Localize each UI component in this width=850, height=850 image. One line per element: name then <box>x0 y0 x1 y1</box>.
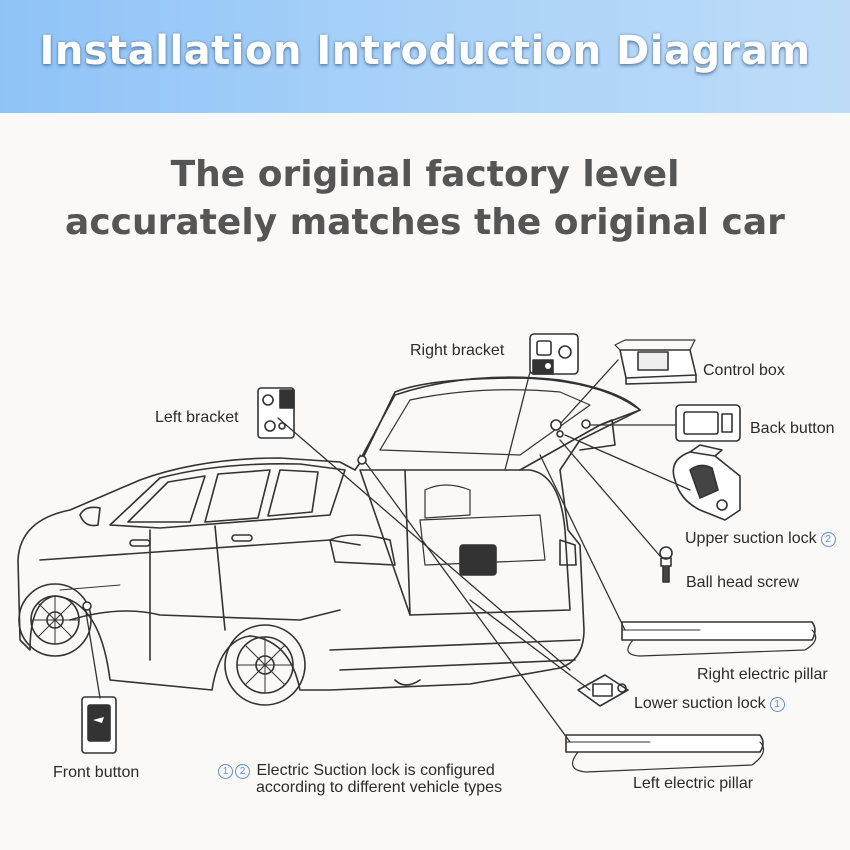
label-right-electric-pillar: Right electric pillar <box>697 666 828 683</box>
label-right-bracket: Right bracket <box>410 342 505 359</box>
label-back-button: Back button <box>750 420 835 437</box>
marker-1-icon: 1 <box>769 697 785 712</box>
note-line-1: Electric Suction lock is configured <box>256 762 495 779</box>
title-banner: Installation Introduction Diagram <box>0 0 850 113</box>
left-bracket-part <box>257 387 295 439</box>
label-front-button: Front button <box>53 764 140 781</box>
headline-line-2: accurately matches the original car <box>65 202 785 243</box>
upper-suction-lock-part <box>672 444 741 521</box>
ball-head-screw-part <box>659 546 673 583</box>
label-left-bracket: Left bracket <box>155 409 239 426</box>
right-electric-pillar-part <box>621 621 817 657</box>
note-marker-1-icon: 1 <box>218 764 233 779</box>
note-marker-2-icon: 2 <box>235 764 250 779</box>
note-line-2: according to different vehicle types <box>256 779 503 796</box>
control-box-part <box>614 339 697 385</box>
label-left-electric-pillar: Left electric pillar <box>633 775 754 792</box>
front-button-part <box>81 696 117 754</box>
banner-title: Installation Introduction Diagram <box>39 28 811 74</box>
headline-line-1: The original factory level <box>170 154 680 195</box>
leader-lines <box>84 359 691 743</box>
right-bracket-part <box>529 333 579 375</box>
lower-suction-lock-text: Lower suction lock <box>634 695 766 712</box>
left-electric-pillar-part <box>565 734 765 773</box>
connection-points <box>82 419 591 611</box>
car-illustration <box>17 376 641 706</box>
back-button-part <box>675 404 741 442</box>
label-control-box: Control box <box>703 362 785 379</box>
marker-2-icon: 2 <box>820 532 836 547</box>
upper-suction-lock-text: Upper suction lock <box>685 530 817 547</box>
lower-suction-lock-part <box>577 674 629 707</box>
label-ball-head-screw: Ball head screw <box>686 574 799 591</box>
